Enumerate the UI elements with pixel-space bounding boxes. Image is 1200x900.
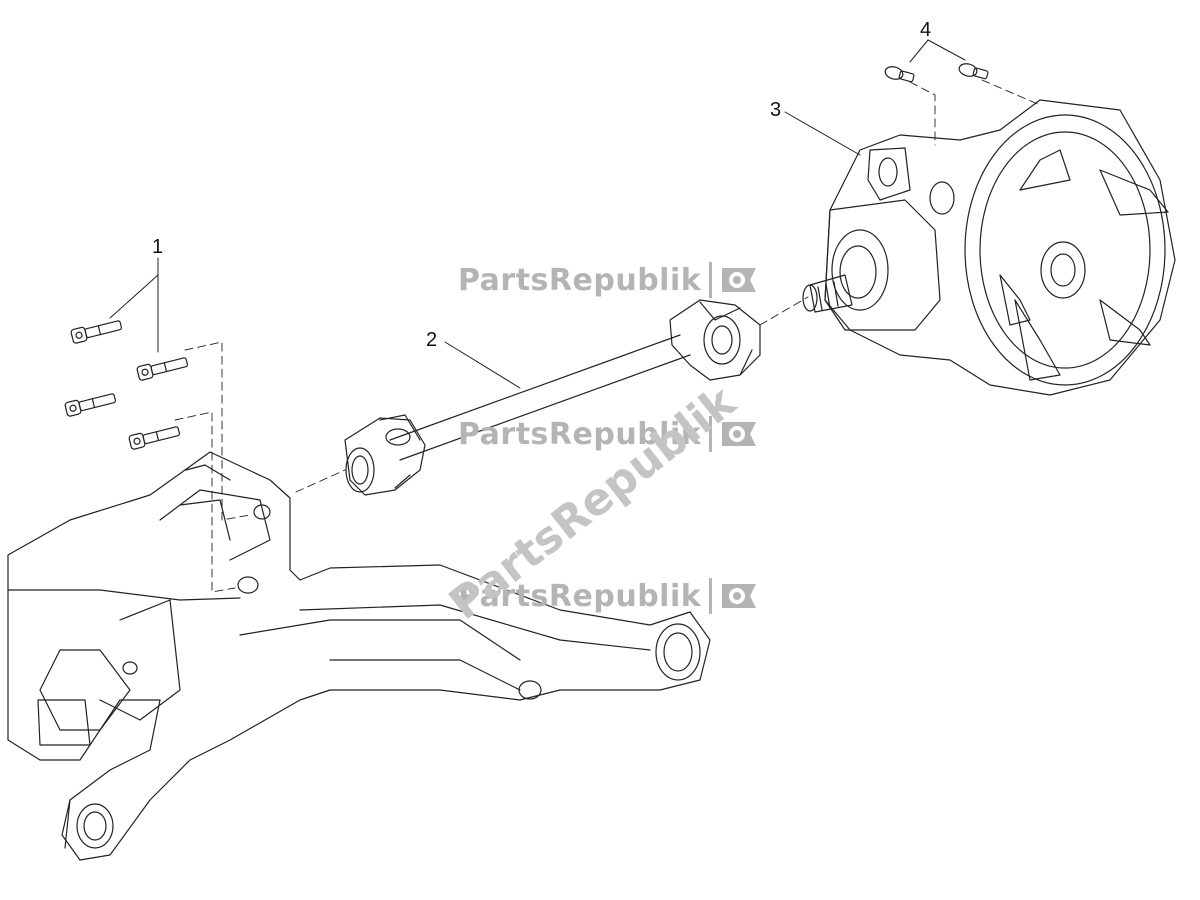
watermark-divider (709, 416, 713, 452)
watermark-divider (709, 578, 713, 614)
leader-lines (109, 39, 966, 389)
bolt (64, 393, 117, 417)
swingarm (7, 451, 711, 861)
watermark-bottom: PartsRepublik (458, 578, 758, 614)
watermark-text: PartsRepublik (458, 262, 702, 298)
alignment-lines (174, 79, 1041, 593)
drive-shaft (344, 299, 761, 496)
gear-icon (722, 422, 757, 446)
callout-final-drive: 3 (770, 99, 782, 121)
bolt (128, 426, 181, 450)
bolt (136, 357, 189, 381)
final-drive-housing (802, 99, 1176, 396)
callout-bolts: 1 (152, 236, 164, 258)
gear-icon (722, 584, 757, 608)
screw-set (884, 63, 989, 83)
watermark-text: PartsRepublik (458, 416, 702, 452)
gear-icon (722, 268, 757, 292)
bolt-set (64, 320, 189, 450)
bolt (70, 320, 123, 344)
watermark-middle: PartsRepublik (458, 416, 758, 452)
watermark-text: PartsRepublik (458, 578, 702, 614)
screw (958, 63, 989, 80)
watermark-top: PartsRepublik (458, 262, 758, 298)
screw (884, 66, 915, 83)
callout-drive-shaft: 2 (426, 329, 438, 351)
watermark-divider (709, 262, 713, 298)
callout-screws: 4 (920, 19, 932, 41)
